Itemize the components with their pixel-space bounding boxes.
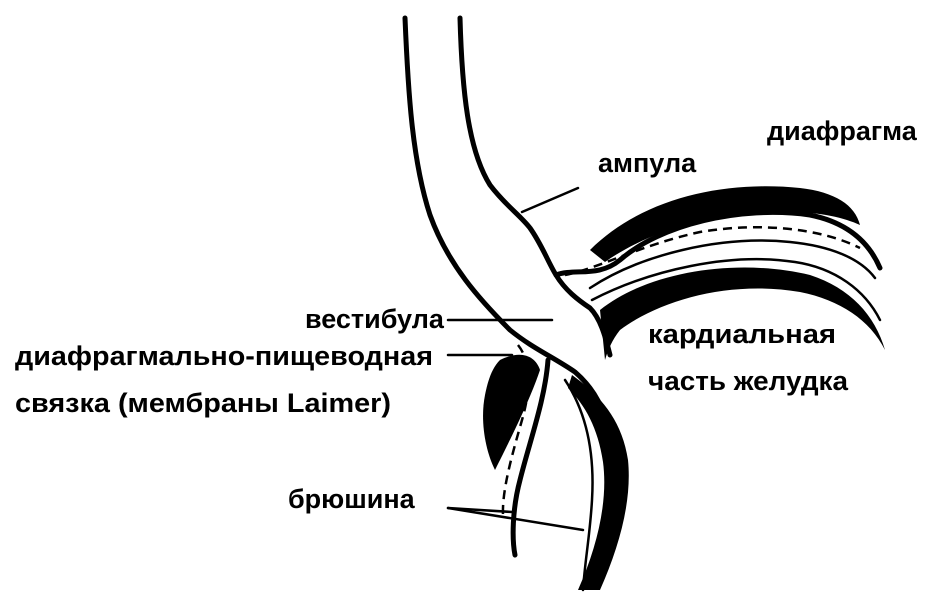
label-ligament-line1: диафрагмально-пищеводная	[15, 341, 433, 371]
esophagus-right-wall	[457, 15, 613, 358]
label-vestibule: вестибула	[305, 304, 445, 334]
diaphragm-inner-line-2	[590, 257, 882, 322]
descending-left-wall	[510, 357, 551, 558]
leader-ampulla	[520, 186, 580, 214]
peritoneal-wall-right	[568, 375, 629, 590]
label-peritoneum: брюшина	[288, 484, 416, 514]
diaphragm-dome	[590, 186, 860, 262]
label-ligament-line2: связка (мембраны Laimer)	[15, 388, 391, 418]
label-ampulla: ампула	[598, 148, 697, 178]
leader-peritoneum-2	[446, 506, 585, 532]
stomach-wall-band	[600, 267, 885, 360]
stomach-cardia-wall	[553, 209, 883, 278]
label-cardia-line1: кардиальная	[648, 319, 836, 349]
esophagus-left-wall	[402, 15, 611, 428]
label-cardia-line2: часть желудка	[648, 366, 849, 396]
descending-right-thin	[563, 378, 594, 592]
label-diaphragm: диафрагма	[767, 116, 918, 146]
diaphragm-fascia-dashed	[564, 226, 861, 277]
diaphragm-crus-left	[483, 354, 540, 470]
ligament-dashed-left	[501, 344, 530, 516]
diaphragm-inner-line	[588, 239, 877, 290]
